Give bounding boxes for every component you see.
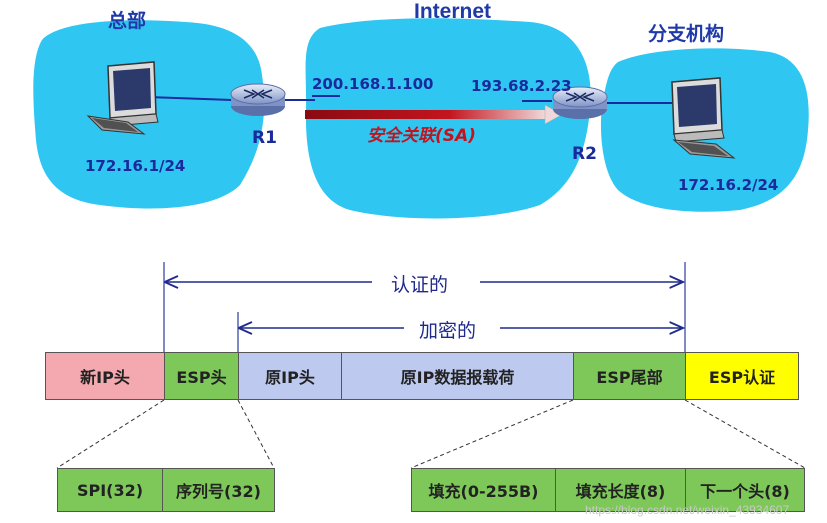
esp-header-field: ESP头 [164,352,239,400]
padding-field: 填充(0-255B) [411,468,556,512]
watermark: https://blog.csdn.net/weixin_43934607 [585,503,790,517]
esp-trailer-field: ESP尾部 [573,352,686,400]
esp-trailer-expand-left [410,399,574,469]
new-ip-header-field: 新IP头 [45,352,165,400]
esp-header-expand-right [237,399,275,469]
hq-label: 总部 [108,10,147,32]
branch-label: 分支机构 [648,23,725,45]
encrypted-span-label: 加密的 [419,320,477,342]
sequence-number-field: 序列号(32) [162,468,275,512]
original-payload-field: 原IP数据报载荷 [341,352,574,400]
next-header-field: 下一个头(8) [685,468,805,512]
authenticated-span-label: 认证的 [391,274,449,296]
branch-computer [671,77,736,159]
branch-subnet-label: 172.16.2/24 [678,176,779,194]
r2-ip-label: 193.68.2.23 [471,77,572,95]
sa-label: 安全关联(SA) [367,126,476,146]
r2-label: R2 [572,144,597,164]
esp-header-expand-left [56,399,165,469]
router-r1 [230,83,286,116]
hq-to-r1-link [147,96,233,101]
pad-length-field: 填充长度(8) [555,468,686,512]
r1-label: R1 [252,128,277,148]
hq-subnet-label: 172.16.1/24 [85,157,186,175]
esp-auth-field: ESP认证 [685,352,799,400]
r1-ip-label: 200.168.1.100 [312,75,434,93]
original-ip-header-field: 原IP头 [238,352,342,400]
spi-field: SPI(32) [57,468,163,512]
esp-trailer-expand-right [684,399,806,469]
hq-computer [86,61,159,135]
internet-label: Internet [414,0,492,23]
router-r2 [552,86,608,119]
